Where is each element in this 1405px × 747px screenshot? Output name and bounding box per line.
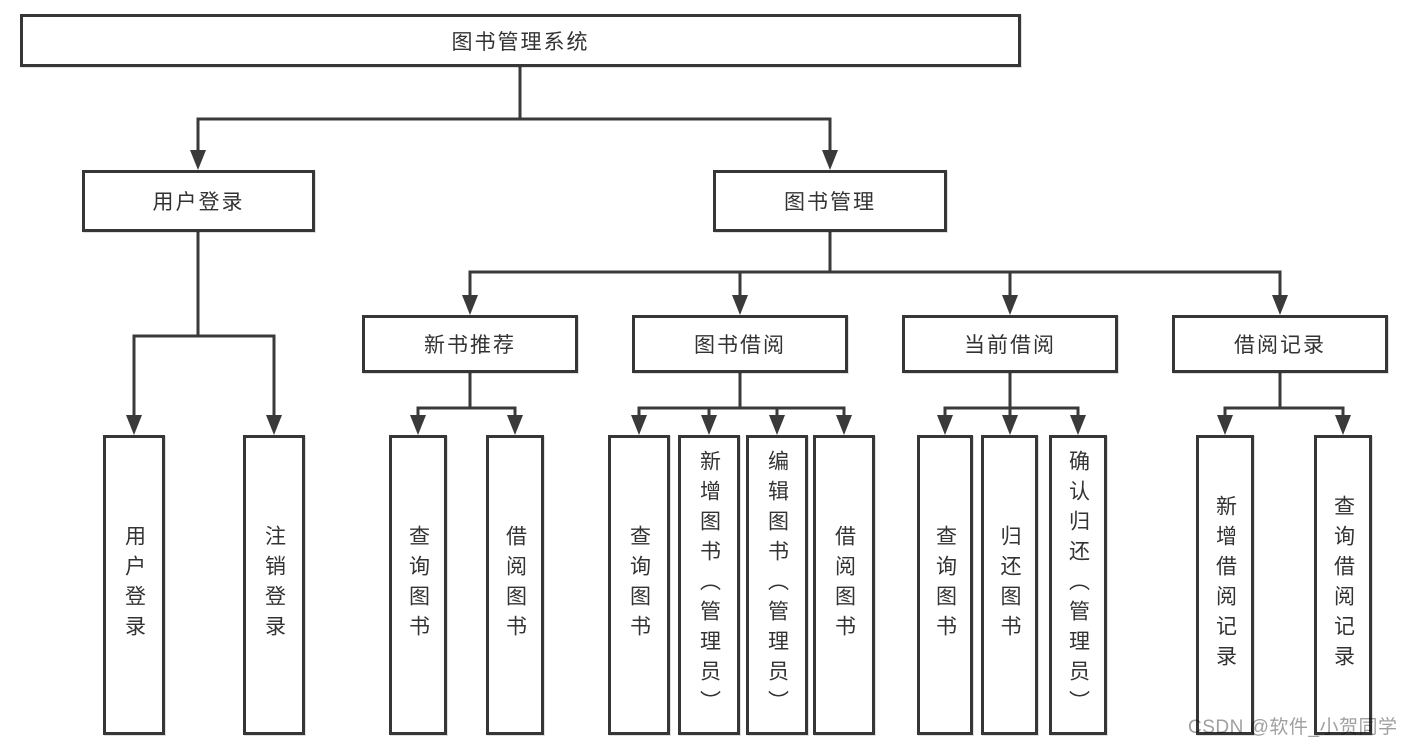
node-leaf-return-book: 归还图书 bbox=[981, 435, 1038, 735]
node-branch-user-login: 用户登录 bbox=[82, 170, 315, 232]
node-branch-book-management-label: 图书管理 bbox=[784, 191, 876, 214]
node-branch-user-login-label: 用户登录 bbox=[152, 191, 245, 214]
node-leaf-query-book-borrowing-label: 查询图书 bbox=[627, 525, 651, 645]
node-leaf-user-login-label: 用户登录 bbox=[122, 525, 146, 645]
node-section-borrowing-records: 借阅记录 bbox=[1172, 315, 1388, 373]
node-leaf-return-book-label: 归还图书 bbox=[998, 525, 1022, 645]
node-section-new-book-recommend: 新书推荐 bbox=[362, 315, 578, 373]
connector-lines bbox=[132, 65, 1345, 421]
node-leaf-logout-label: 注销登录 bbox=[262, 525, 286, 645]
node-leaf-borrow-book-borrowing-label: 借阅图书 bbox=[832, 525, 856, 645]
node-leaf-query-borrow-record: 查询借阅记录 bbox=[1314, 435, 1372, 735]
node-section-new-book-recommend-label: 新书推荐 bbox=[424, 334, 516, 357]
watermark: CSDN @软件_小贺同学 bbox=[1188, 717, 1398, 738]
node-branch-book-management: 图书管理 bbox=[713, 170, 947, 232]
node-root: 图书管理系统 bbox=[20, 14, 1021, 67]
node-leaf-query-borrow-record-label: 查询借阅记录 bbox=[1331, 495, 1355, 675]
node-section-current-borrowing-label: 当前借阅 bbox=[964, 334, 1056, 357]
node-section-borrowing-records-label: 借阅记录 bbox=[1234, 334, 1326, 357]
node-leaf-query-book-current-label: 查询图书 bbox=[933, 525, 957, 645]
node-leaf-query-book-borrowing: 查询图书 bbox=[608, 435, 670, 735]
node-leaf-borrow-book-newrec: 借阅图书 bbox=[486, 435, 544, 735]
node-leaf-query-book-newrec-label: 查询图书 bbox=[406, 525, 430, 645]
node-root-label: 图书管理系统 bbox=[451, 30, 590, 54]
node-section-current-borrowing: 当前借阅 bbox=[902, 315, 1118, 373]
node-leaf-borrow-book-borrowing: 借阅图书 bbox=[813, 435, 875, 735]
node-leaf-borrow-book-newrec-label: 借阅图书 bbox=[503, 525, 527, 645]
node-leaf-logout: 注销登录 bbox=[243, 435, 305, 735]
node-section-book-borrowing: 图书借阅 bbox=[632, 315, 848, 373]
node-leaf-confirm-return-admin: 确认归还（管理员） bbox=[1049, 435, 1107, 735]
node-leaf-query-book-current: 查询图书 bbox=[917, 435, 973, 735]
node-leaf-query-book-newrec: 查询图书 bbox=[389, 435, 447, 735]
node-leaf-add-borrow-record: 新增借阅记录 bbox=[1196, 435, 1254, 735]
node-leaf-edit-book-admin: 编辑图书（管理员） bbox=[746, 435, 808, 735]
node-leaf-add-book-admin-label: 新增图书（管理员） bbox=[697, 450, 721, 720]
node-leaf-edit-book-admin-label: 编辑图书（管理员） bbox=[765, 450, 789, 720]
node-leaf-add-book-admin: 新增图书（管理员） bbox=[678, 435, 740, 735]
node-leaf-user-login: 用户登录 bbox=[103, 435, 165, 735]
node-section-book-borrowing-label: 图书借阅 bbox=[694, 334, 786, 357]
node-leaf-confirm-return-admin-label: 确认归还（管理员） bbox=[1066, 450, 1090, 720]
node-leaf-add-borrow-record-label: 新增借阅记录 bbox=[1213, 495, 1237, 675]
